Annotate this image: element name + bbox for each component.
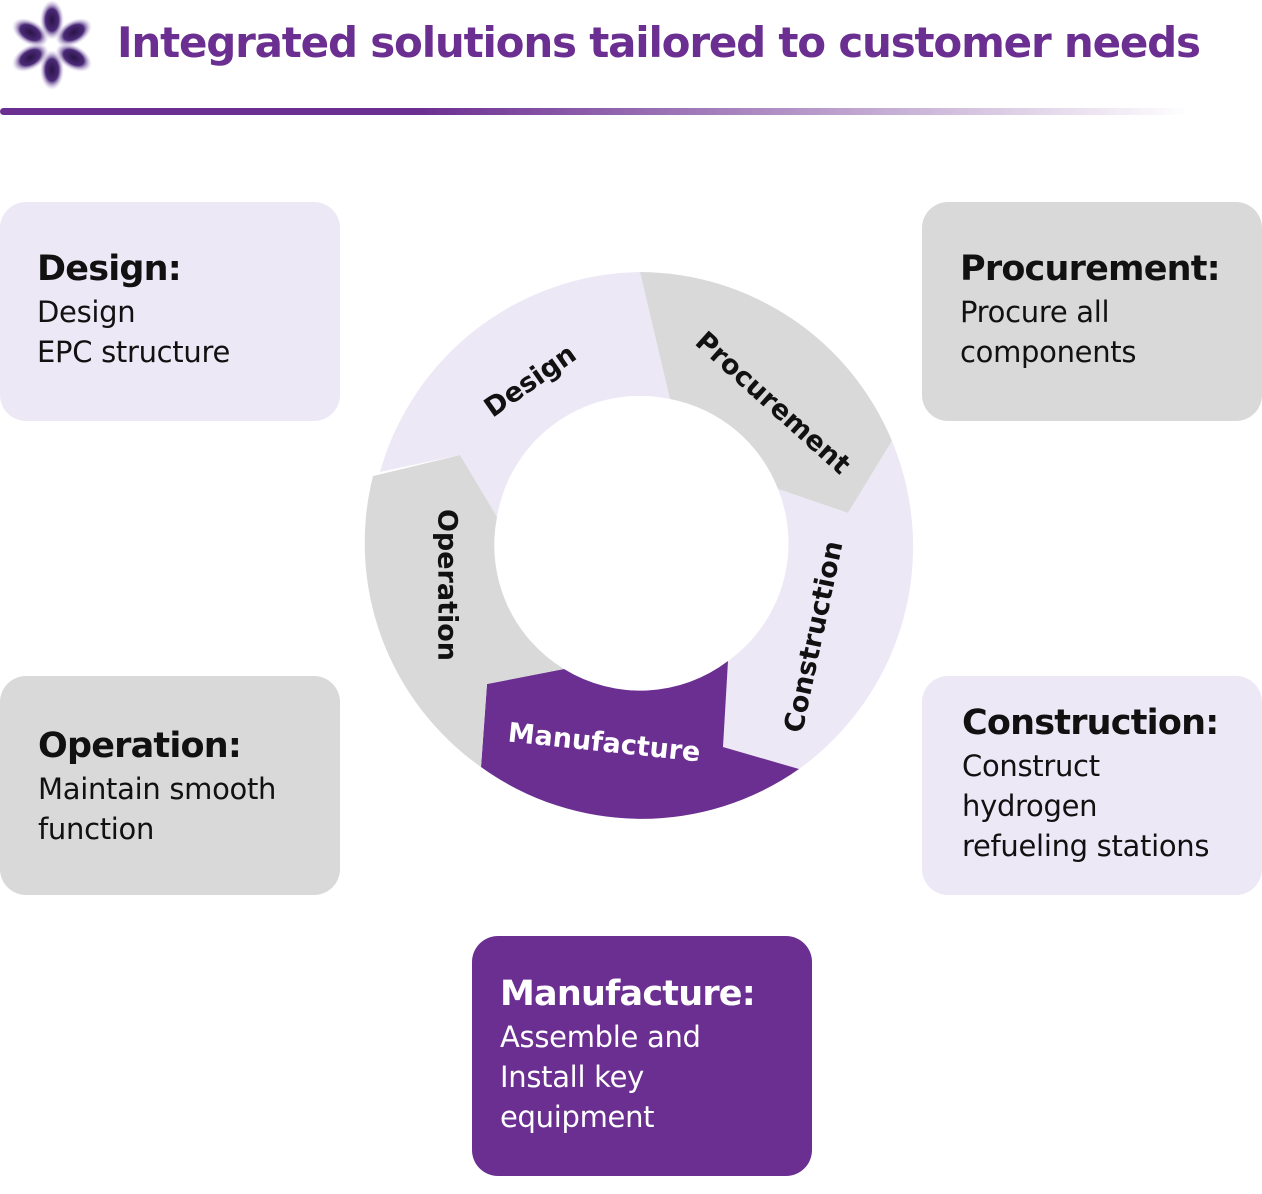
operation-card-line: function	[38, 812, 155, 846]
design-card-line: EPC structure	[37, 335, 230, 369]
construction-card-line: Construct	[962, 749, 1100, 783]
manufacture-card-line: Install key	[500, 1060, 644, 1094]
construction-card-line: hydrogen	[962, 789, 1098, 823]
page-title: Integrated solutions tailored to custome…	[117, 18, 1201, 67]
manufacture-card-line: Assemble and	[500, 1020, 701, 1054]
title-divider	[0, 108, 1190, 115]
design-card: Design: Design EPC structure	[0, 202, 340, 421]
procurement-card: Procurement: Procure all components	[922, 202, 1262, 421]
cycle-segment-construction	[723, 441, 914, 769]
construction-card-line: refueling stations	[962, 829, 1210, 863]
design-card-title: Design:	[37, 249, 182, 289]
cycle-label-operation: Operation	[432, 509, 463, 661]
procurement-card-line: components	[960, 335, 1137, 369]
cycle-segment-design	[380, 272, 670, 517]
operation-card: Operation: Maintain smooth function	[0, 676, 340, 895]
cycle-segment-procurement	[640, 272, 892, 513]
procurement-card-line: Procure all	[960, 295, 1110, 329]
operation-card-line: Maintain smooth	[38, 772, 277, 806]
process-cycle-diagram: Design Procurement Construction Manufact…	[364, 272, 914, 819]
manufacture-card: Manufacture: Assemble and Install key eq…	[472, 936, 812, 1176]
construction-card: Construction: Construct hydrogen refueli…	[922, 676, 1262, 895]
flower-logo-icon	[12, 0, 92, 90]
operation-card-title: Operation:	[38, 726, 242, 766]
manufacture-card-title: Manufacture:	[500, 974, 756, 1014]
header: Integrated solutions tailored to custome…	[0, 0, 1262, 125]
cycle-segment-manufacture	[481, 661, 799, 819]
design-card-line: Design	[37, 295, 136, 329]
cycle-segment-operation	[364, 455, 564, 767]
construction-card-title: Construction:	[962, 703, 1219, 743]
manufacture-card-line: equipment	[500, 1100, 655, 1134]
procurement-card-title: Procurement:	[960, 249, 1221, 289]
